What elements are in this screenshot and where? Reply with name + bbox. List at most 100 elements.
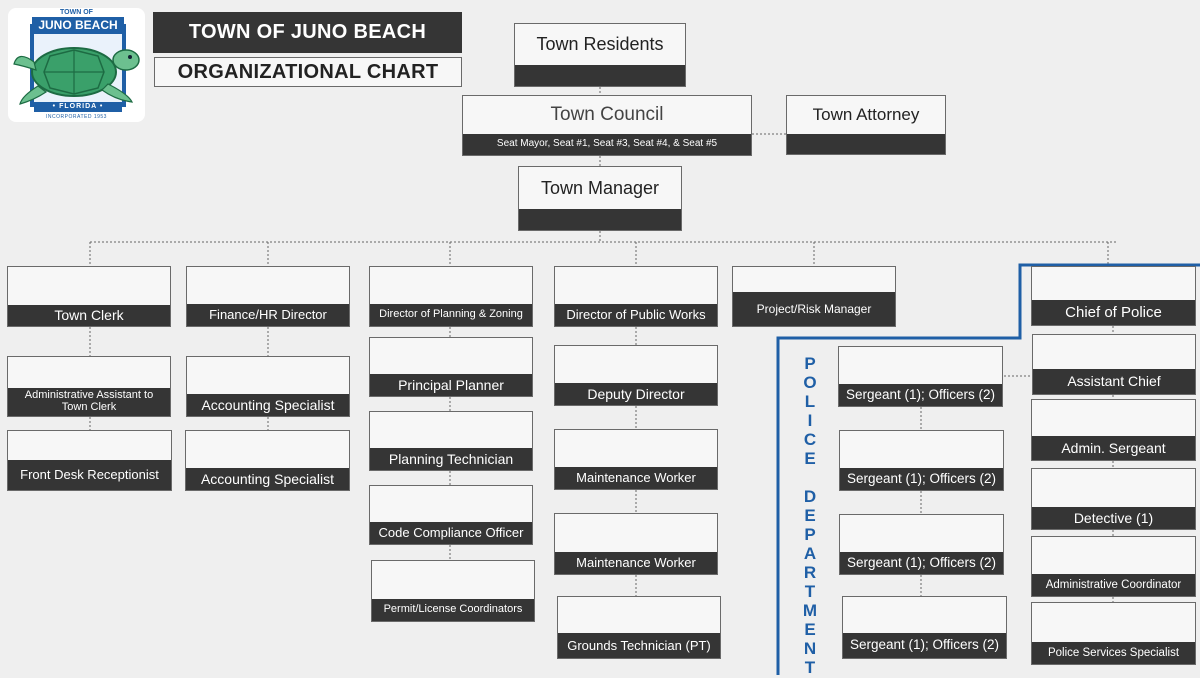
node-label: Sergeant (1); Officers (2)	[840, 552, 1003, 574]
node-top	[8, 357, 170, 388]
node-label: Project/Risk Manager	[733, 292, 895, 326]
node-top	[840, 431, 1003, 468]
node-top	[8, 431, 171, 460]
node-administrative-coordinator: Administrative Coordinator	[1031, 536, 1196, 597]
node-accounting-specialist: Accounting Specialist	[186, 356, 350, 417]
node-label: Sergeant (1); Officers (2)	[840, 468, 1003, 490]
node-label: Administrative Coordinator	[1032, 574, 1195, 596]
node-top	[1033, 335, 1195, 369]
node-front-desk-receptionist: Front Desk Receptionist	[7, 430, 172, 491]
node-top	[1032, 400, 1195, 436]
node-top	[555, 430, 717, 467]
node-label: Detective (1)	[1032, 507, 1195, 529]
node-top	[1032, 267, 1195, 300]
node-director-planning-zoning: Director of Planning & Zoning	[369, 266, 533, 327]
council-seats: Seat Mayor, Seat #1, Seat #3, Seat #4, &…	[463, 134, 751, 155]
node-label: Administrative Assistant to Town Clerk	[8, 388, 170, 416]
node-label: Town Council	[550, 104, 664, 125]
node-top	[186, 431, 349, 468]
node-label: Town Residents	[536, 34, 664, 54]
node-top	[558, 597, 720, 633]
node-maintenance-worker: Maintenance Worker	[554, 429, 718, 490]
node-deputy-director: Deputy Director	[554, 345, 718, 406]
header-title: TOWN OF JUNO BEACH	[153, 12, 462, 53]
node-town-attorney: Town Attorney	[786, 95, 946, 155]
node-top	[840, 515, 1003, 552]
node-sergeant-officers: Sergeant (1); Officers (2)	[839, 514, 1004, 575]
node-label: Police Services Specialist	[1032, 642, 1195, 664]
logo-top-text: TOWN OF	[60, 9, 93, 16]
node-label: Principal Planner	[370, 374, 532, 396]
node-town-residents: Town Residents	[514, 23, 686, 87]
node-top	[555, 267, 717, 304]
node-label: Director of Public Works	[555, 304, 717, 326]
node-label: Assistant Chief	[1033, 369, 1195, 394]
node-bar	[787, 134, 945, 154]
node-label: Director of Planning & Zoning	[370, 304, 532, 326]
node-top	[555, 346, 717, 383]
node-sergeant-officers: Sergeant (1); Officers (2)	[842, 596, 1007, 659]
node-police-services-specialist: Police Services Specialist	[1031, 602, 1196, 665]
sea-turtle-icon	[13, 47, 140, 105]
node-sergeant-officers: Sergeant (1); Officers (2)	[839, 430, 1004, 491]
node-label: Sergeant (1); Officers (2)	[843, 633, 1006, 658]
node-label: Accounting Specialist	[187, 394, 349, 416]
logo-state: • FLORIDA •	[34, 102, 122, 112]
node-top	[370, 267, 532, 304]
node-sergeant-officers: Sergeant (1); Officers (2)	[838, 346, 1003, 407]
node-label: Maintenance Worker	[555, 467, 717, 489]
node-bar	[519, 209, 681, 230]
node-label: Admin. Sergeant	[1032, 436, 1195, 460]
node-top	[370, 338, 532, 374]
logo-name: JUNO BEACH	[32, 17, 124, 34]
node-top	[370, 412, 532, 448]
node-top	[555, 514, 717, 552]
node-maintenance-worker: Maintenance Worker	[554, 513, 718, 575]
node-bar	[515, 65, 685, 86]
node-town-clerk: Town Clerk	[7, 266, 171, 327]
node-label: Town Manager	[540, 177, 660, 198]
node-top	[187, 267, 349, 304]
node-permit-license-coordinators: Permit/License Coordinators	[371, 560, 535, 622]
node-label: Front Desk Receptionist	[8, 460, 171, 490]
node-code-compliance-officer: Code Compliance Officer	[369, 485, 533, 545]
node-label: Chief of Police	[1032, 300, 1195, 325]
node-top	[8, 267, 170, 305]
node-assistant-chief: Assistant Chief	[1032, 334, 1196, 395]
node-label: Maintenance Worker	[555, 552, 717, 574]
node-top	[1032, 537, 1195, 574]
node-top	[843, 597, 1006, 633]
node-finance-hr-director: Finance/HR Director	[186, 266, 350, 327]
node-label: Sergeant (1); Officers (2)	[839, 384, 1002, 406]
node-top	[1032, 469, 1195, 507]
police-department-outline	[776, 263, 1200, 675]
node-top	[187, 357, 349, 394]
node-town-council: Town Council Seat Mayor, Seat #1, Seat #…	[462, 95, 752, 156]
node-top	[370, 486, 532, 522]
police-department-label: P O L I C E D E P A R T M E N T	[802, 354, 818, 677]
node-label: Deputy Director	[555, 383, 717, 405]
node-principal-planner: Principal Planner	[369, 337, 533, 397]
node-admin-assistant-clerk: Administrative Assistant to Town Clerk	[7, 356, 171, 417]
node-chief-of-police: Chief of Police	[1031, 266, 1196, 326]
node-top	[1032, 603, 1195, 642]
node-label: Permit/License Coordinators	[372, 599, 534, 621]
node-top	[839, 347, 1002, 384]
node-grounds-technician: Grounds Technician (PT)	[557, 596, 721, 659]
node-label: Town Attorney	[812, 105, 920, 124]
node-top	[372, 561, 534, 599]
node-project-risk-manager: Project/Risk Manager	[732, 266, 896, 327]
node-admin-sergeant: Admin. Sergeant	[1031, 399, 1196, 461]
node-planning-technician: Planning Technician	[369, 411, 533, 471]
node-label: Accounting Specialist	[186, 468, 349, 490]
node-town-manager: Town Manager	[518, 166, 682, 231]
node-label: Town Clerk	[8, 305, 170, 326]
node-label: Planning Technician	[370, 448, 532, 470]
node-label: Grounds Technician (PT)	[558, 633, 720, 658]
node-detective: Detective (1)	[1031, 468, 1196, 530]
node-label: Finance/HR Director	[187, 304, 349, 326]
town-logo: TOWN OF JUNO BEACH • FLORIDA • INCORPORA…	[8, 8, 145, 122]
node-accounting-specialist: Accounting Specialist	[185, 430, 350, 491]
node-top	[733, 267, 895, 292]
node-director-public-works: Director of Public Works	[554, 266, 718, 327]
